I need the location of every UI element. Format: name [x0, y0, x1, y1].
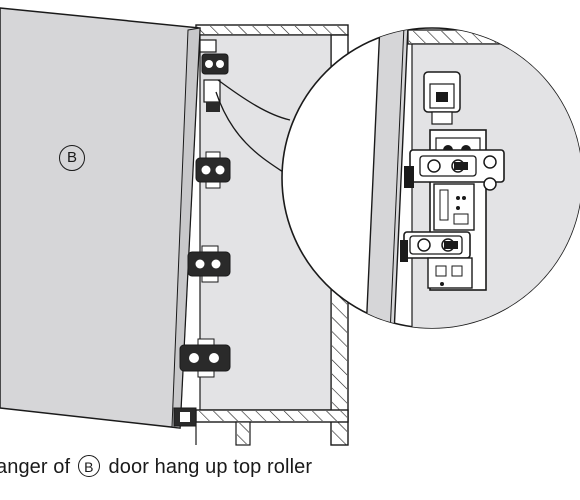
- hinge-3: [187, 245, 231, 283]
- zoom-detail: [281, 27, 580, 329]
- bottom-roller: [173, 407, 197, 427]
- hinge-2: [195, 151, 231, 189]
- caption-text-before: anger of: [0, 456, 71, 478]
- hinge-4: [179, 338, 231, 378]
- caption-door-marker: B: [77, 455, 100, 477]
- door-b: [0, 7, 201, 429]
- callout-leader: [215, 79, 291, 173]
- door-b-label: B: [59, 145, 85, 171]
- hinge-top: [199, 39, 229, 112]
- caption-text-after: door hang up top roller: [108, 456, 313, 478]
- caption: anger of B door hang up top roller: [0, 455, 312, 479]
